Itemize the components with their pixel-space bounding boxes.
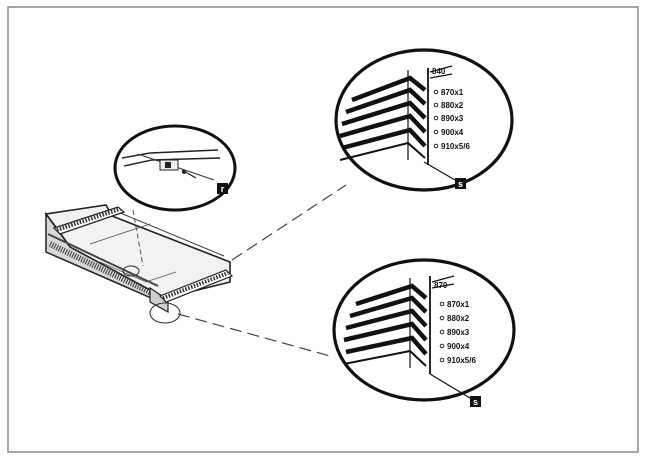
callout-box-s-upper	[455, 178, 466, 189]
upper-label-4: 900x4	[441, 128, 464, 137]
upper-label-5: 910x5/6	[441, 142, 470, 151]
upper-header-label: 840	[432, 67, 446, 76]
lower-label-2: 880x2	[447, 314, 470, 323]
lower-label-1: 870x1	[447, 300, 470, 309]
top-detail-callout: r	[113, 124, 237, 267]
callout-label-s-upper: s	[458, 179, 463, 189]
lower-header-label: 870	[434, 281, 448, 290]
drive-tray	[44, 204, 234, 324]
upper-label-2: 880x2	[441, 101, 464, 110]
callout-label-s-lower: s	[473, 397, 478, 407]
lower-label-4: 900x4	[447, 342, 470, 351]
diagram-border	[7, 6, 639, 453]
leader-lines	[177, 184, 347, 357]
upper-label-3: 890x3	[441, 114, 464, 123]
lower-label-3: 890x3	[447, 328, 470, 337]
upper-label-1: 870x1	[441, 88, 464, 97]
lower-label-5: 910x5/6	[447, 356, 476, 365]
upper-zoom-callout: 840 870x1 880x2 890x3 900x4 910x5/6 s	[334, 48, 514, 192]
callout-box-s-lower	[470, 396, 481, 407]
callout-box-r	[217, 183, 228, 194]
lower-zoom-callout: 870 870x1 880x2 890x3 900x4 910x5/6 s	[332, 258, 516, 407]
callout-label-r: r	[221, 184, 225, 194]
